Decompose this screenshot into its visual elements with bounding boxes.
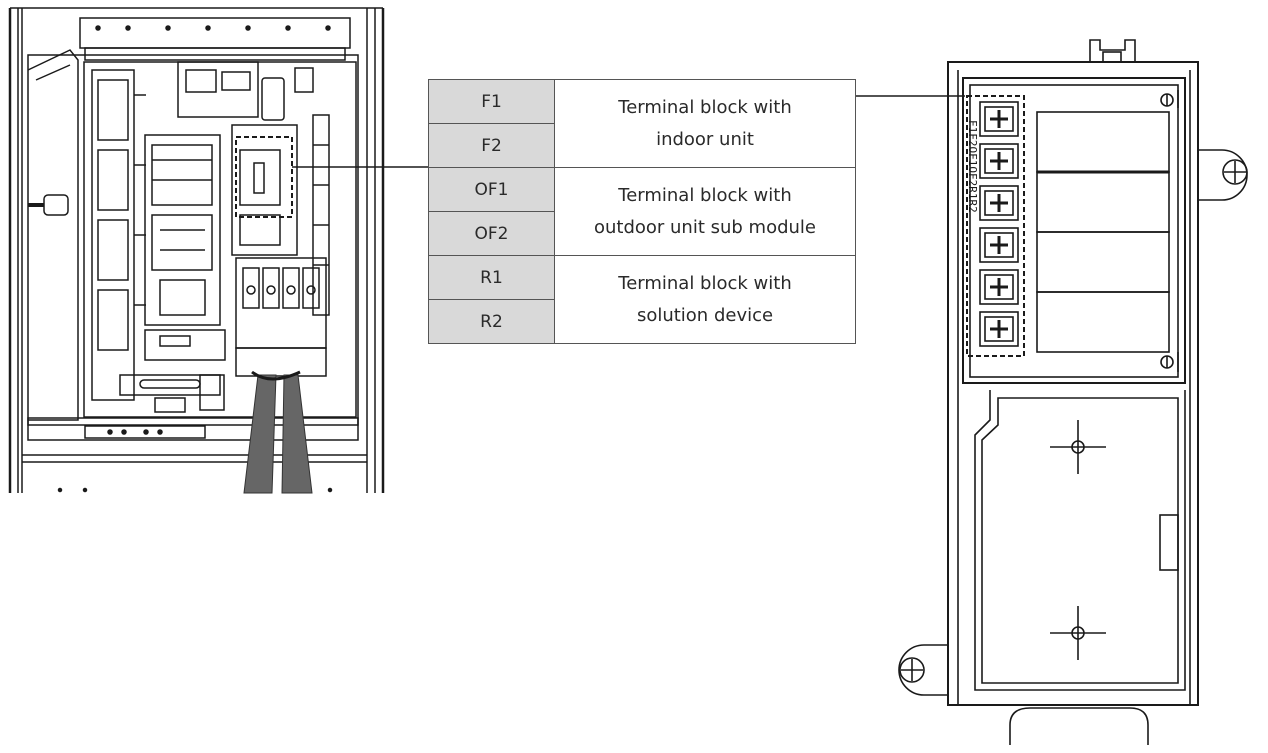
description-line: outdoor unit sub module — [593, 216, 817, 238]
description-line: indoor unit — [656, 128, 754, 150]
terminal-block-marking: F1F2OF1OF2R1R2 — [966, 120, 979, 213]
terminal-code-cell: OF1 — [428, 167, 555, 212]
outdoor-unit-interior — [8, 7, 385, 493]
terminal-code-cell: OF2 — [428, 211, 555, 256]
terminal-code-cell: R2 — [428, 299, 555, 344]
cable-bundle — [243, 370, 313, 494]
table-row: F1 Terminal block with indoor unit — [428, 79, 856, 168]
description-line: Terminal block with — [618, 272, 792, 294]
table-row: R1 Terminal block with solution device — [428, 255, 856, 344]
terminal-description-cell: Terminal block with solution device — [554, 255, 856, 344]
terminal-code-cell: R1 — [428, 255, 555, 300]
description-line: Terminal block with — [618, 96, 792, 118]
terminal-legend-table: F1 Terminal block with indoor unit F2 OF… — [428, 79, 856, 344]
table-row: R2 — [428, 299, 856, 344]
terminal-description-cell: Terminal block with indoor unit — [554, 79, 856, 168]
table-row: F2 — [428, 123, 856, 168]
description-line: Terminal block with — [618, 184, 792, 206]
terminal-block-assembly — [898, 39, 1248, 745]
terminal-description-cell: Terminal block with outdoor unit sub mod… — [554, 167, 856, 256]
table-row: OF2 — [428, 211, 856, 256]
description-line: solution device — [636, 304, 774, 326]
terminal-code-cell: F1 — [428, 79, 555, 124]
table-row: OF1 Terminal block with outdoor unit sub… — [428, 167, 856, 256]
terminal-code-cell: F2 — [428, 123, 555, 168]
leader-lines — [292, 95, 965, 168]
